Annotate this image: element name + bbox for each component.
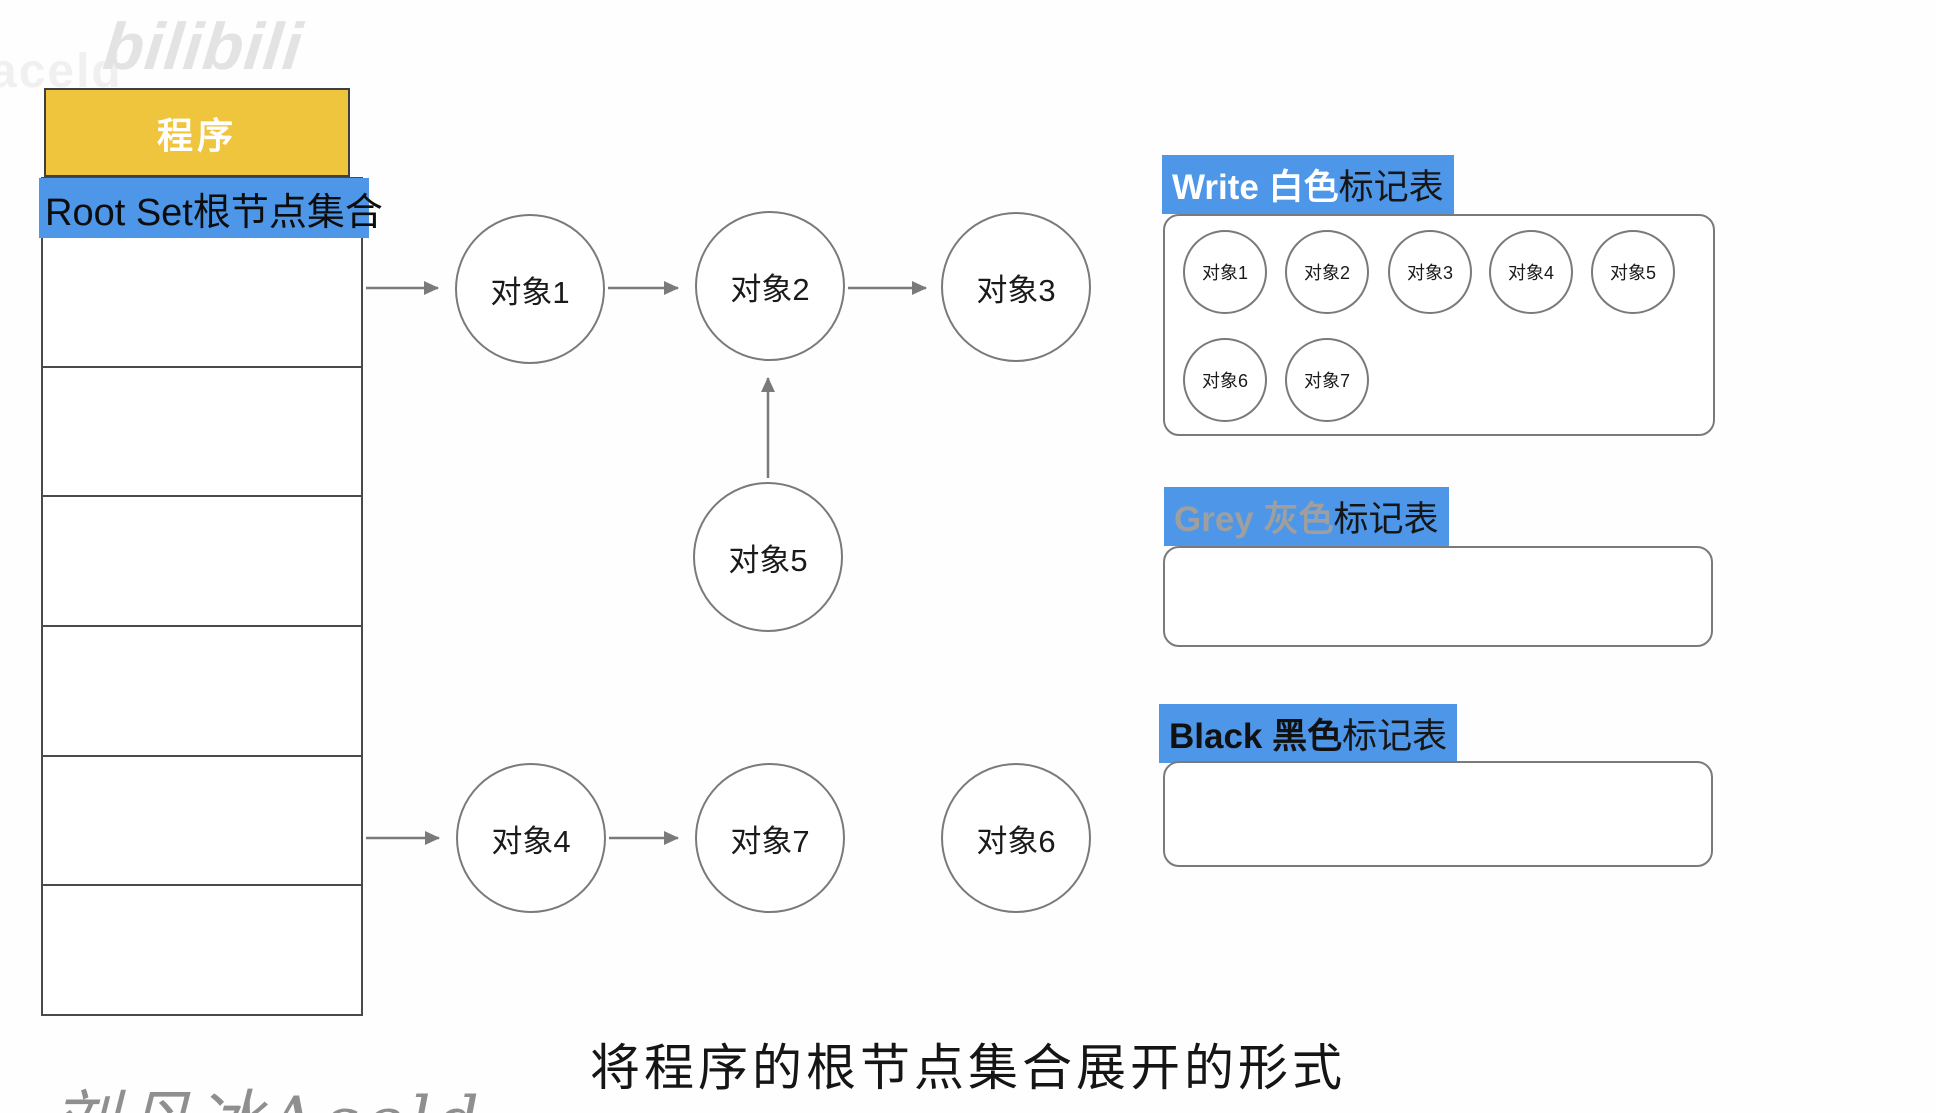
black-mark-title-en: Black 黑色 bbox=[1169, 717, 1343, 756]
white-table-node-obj3: 对象3 bbox=[1388, 230, 1472, 314]
root-set-row: Root Set根节点集合 bbox=[39, 178, 383, 238]
table-empty-row bbox=[43, 625, 361, 755]
white-table-node-obj7: 对象7 bbox=[1285, 338, 1369, 422]
signature-watermark: 刘丹冰Aceld bbox=[52, 1068, 485, 1113]
white-table-node-obj5: 对象5 bbox=[1591, 230, 1675, 314]
table-empty-row bbox=[43, 365, 361, 496]
graph-node-obj5: 对象5 bbox=[693, 482, 843, 632]
black-mark-title-cn: 标记表 bbox=[1342, 717, 1448, 756]
black-mark-table-title: Black 黑色标记表 bbox=[1159, 704, 1458, 763]
table-empty-row bbox=[43, 238, 361, 366]
table-empty-row bbox=[43, 495, 361, 625]
grey-mark-title-cn: 标记表 bbox=[1333, 500, 1439, 539]
graph-node-obj4: 对象4 bbox=[456, 763, 606, 913]
graph-node-obj1: 对象1 bbox=[455, 214, 605, 364]
program-table-header: 程序 bbox=[44, 88, 350, 177]
white-mark-title-cn: 标记表 bbox=[1338, 168, 1444, 207]
grey-mark-title-en: Grey 灰色 bbox=[1174, 500, 1334, 539]
graph-node-obj2: 对象2 bbox=[695, 211, 845, 361]
bilibili-logo-watermark: bilibili bbox=[100, 9, 307, 83]
white-table-node-obj6: 对象6 bbox=[1183, 338, 1267, 422]
graph-node-obj7: 对象7 bbox=[695, 763, 845, 913]
white-mark-table-title: Write 白色标记表 bbox=[1162, 155, 1454, 214]
grey-mark-table-title: Grey 灰色标记表 bbox=[1164, 487, 1449, 546]
white-mark-title-en: Write 白色 bbox=[1172, 168, 1339, 207]
white-table-node-obj2: 对象2 bbox=[1285, 230, 1369, 314]
white-table-node-obj4: 对象4 bbox=[1489, 230, 1573, 314]
table-empty-row bbox=[43, 754, 361, 885]
diagram-caption: 将程序的根节点集合展开的形式 bbox=[590, 1040, 1346, 1096]
table-empty-row bbox=[43, 884, 361, 1014]
black-mark-table-box bbox=[1163, 761, 1713, 867]
graph-node-obj3: 对象3 bbox=[941, 212, 1091, 362]
graph-node-obj6: 对象6 bbox=[941, 763, 1091, 913]
program-table bbox=[41, 177, 363, 1016]
grey-mark-table-box bbox=[1163, 546, 1713, 647]
white-table-node-obj1: 对象1 bbox=[1183, 230, 1267, 314]
